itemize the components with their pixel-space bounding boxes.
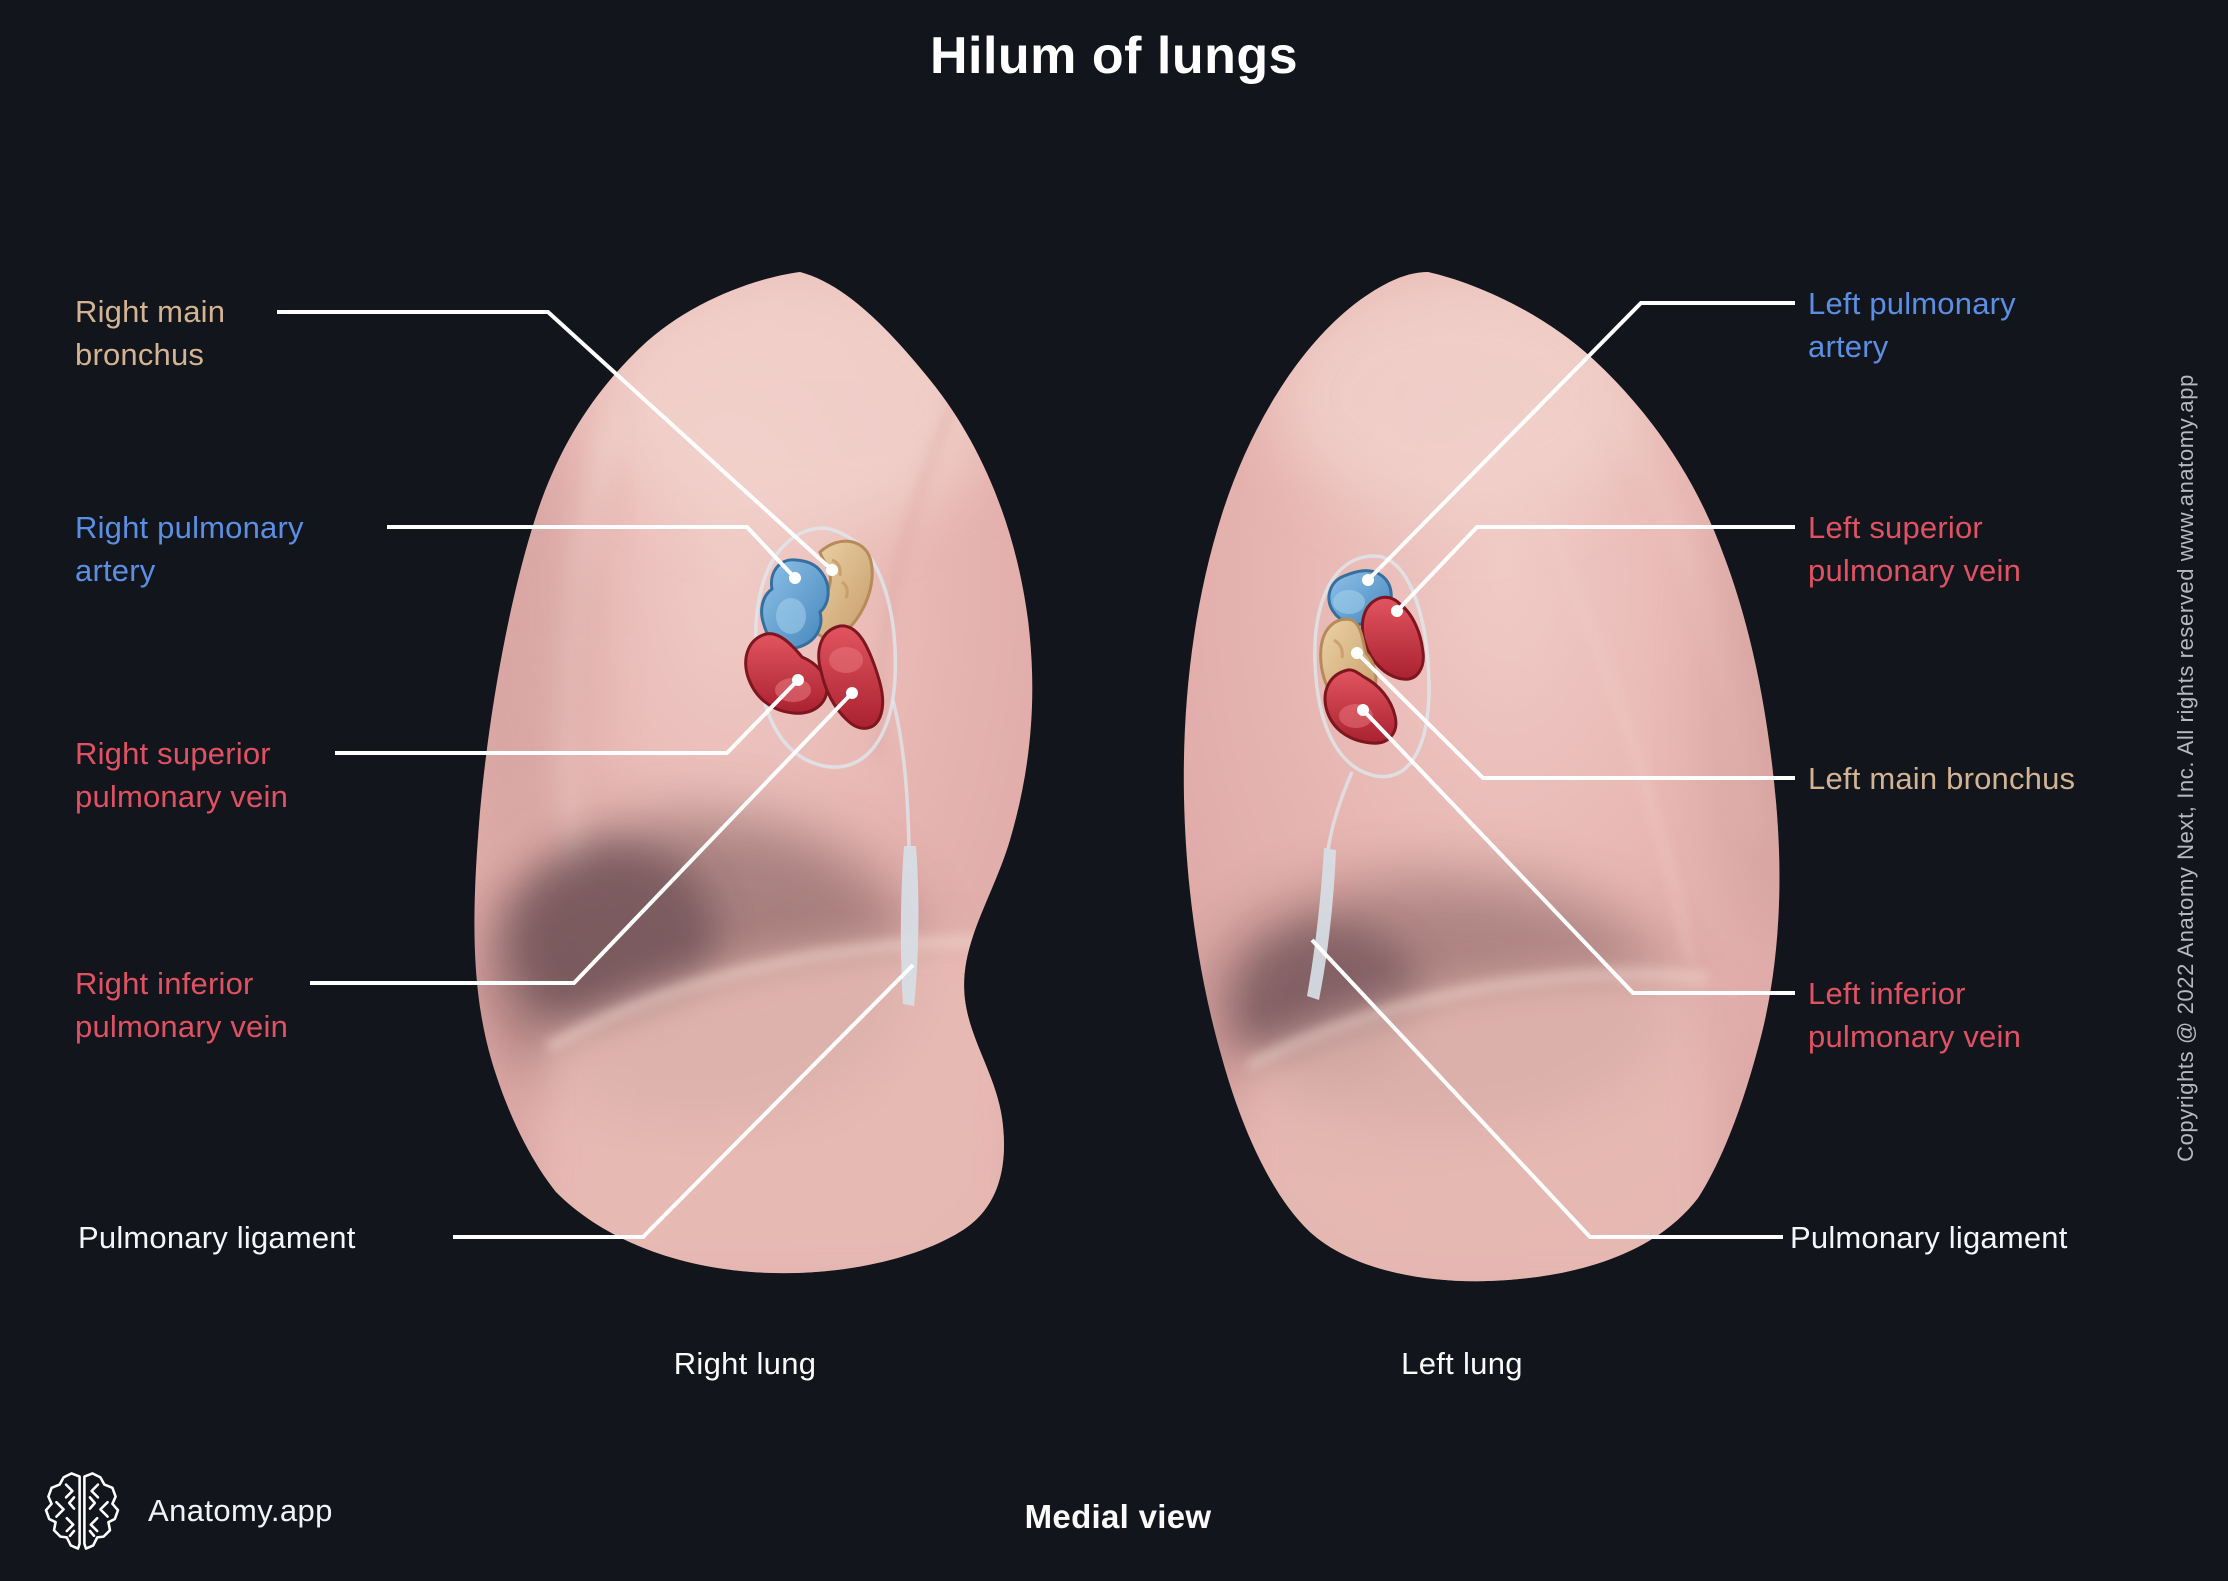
right-hilum-tail — [891, 699, 911, 849]
leader-endpoints — [789, 564, 1403, 716]
leader-right-main-bronchus — [277, 310, 834, 572]
left-lung-hilum — [1307, 554, 1431, 1000]
copyright-text: Copyrights @ 2022 Anatomy Next, Inc. All… — [2173, 374, 2198, 1162]
leader-lines — [277, 301, 1795, 1239]
label-right-inferior-pulmonary-vein: Right inferior pulmonary vein — [75, 966, 289, 1044]
label-left-pulmonary-artery: Left pulmonary artery — [1808, 286, 2016, 364]
left-pulmonary-ligament-structure — [1307, 848, 1336, 1000]
brain-logo-icon — [44, 1472, 120, 1550]
leader-right-pulmonary-artery — [387, 525, 797, 580]
branding: Anatomy.app — [42, 1470, 333, 1552]
label-right-main-bronchus: Right main bronchus — [75, 294, 226, 372]
label-right-pulmonary-artery: Right pulmonary artery — [75, 510, 304, 588]
leader-left-inferior-pulmonary-vein — [1361, 708, 1795, 995]
right-lung-hilum — [744, 526, 919, 1006]
caption-medial-view: Medial view — [1024, 1498, 1212, 1535]
leader-right-superior-pulmonary-vein — [335, 678, 800, 755]
label-right-superior-pulmonary-vein: Right superior pulmonary vein — [75, 736, 289, 814]
leader-left-superior-pulmonary-vein — [1395, 525, 1795, 613]
page-title: Hilum of lungs — [929, 27, 1299, 85]
right-pulmonary-ligament-structure — [900, 846, 919, 1006]
label-left-superior-pulmonary-vein: Left superior pulmonary vein — [1808, 510, 2022, 588]
label-pulmonary-ligament-left: Pulmonary ligament — [78, 1220, 356, 1255]
leader-pulmonary-ligament-right — [1310, 938, 1783, 1239]
caption-right-lung: Right lung — [673, 1346, 817, 1381]
caption-left-lung: Left lung — [1401, 1346, 1523, 1381]
leader-left-pulmonary-artery — [1366, 301, 1795, 582]
leader-left-main-bronchus — [1355, 651, 1795, 780]
left-hilum-tail — [1326, 771, 1354, 851]
left-lung-figure — [1183, 272, 1780, 1282]
leader-right-inferior-pulmonary-vein — [310, 691, 854, 985]
leader-pulmonary-ligament-left — [453, 963, 915, 1239]
label-pulmonary-ligament-right: Pulmonary ligament — [1790, 1220, 2068, 1255]
label-left-inferior-pulmonary-vein: Left inferior pulmonary vein — [1808, 976, 2022, 1054]
app-name: Anatomy.app — [148, 1493, 333, 1528]
left-hilum-outline — [1313, 554, 1431, 779]
label-left-main-bronchus: Left main bronchus — [1808, 761, 2076, 796]
